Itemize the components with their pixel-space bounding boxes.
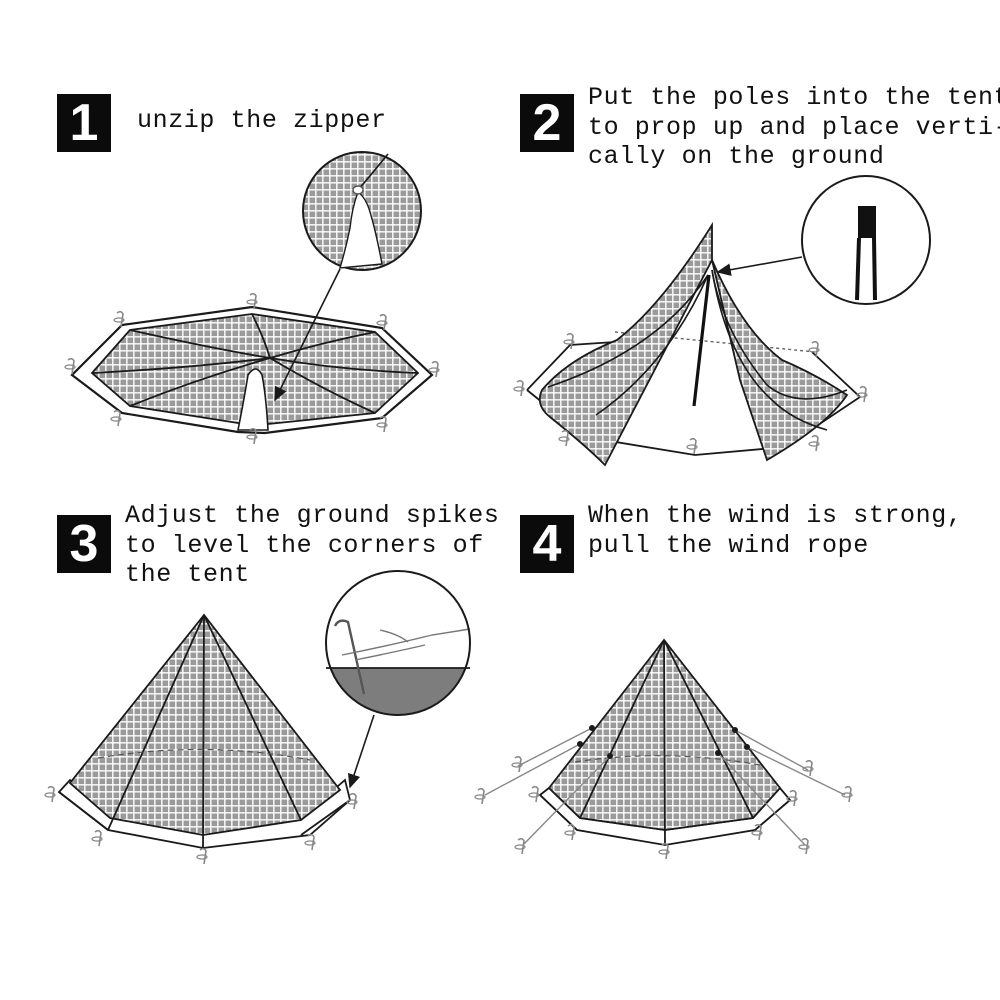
step-4-illustration (474, 638, 853, 860)
pointer-arrow-icon (274, 268, 341, 402)
zipper-icon (352, 185, 364, 195)
pole-tip-icon (858, 206, 876, 238)
step-4-badge: 4 (520, 515, 574, 573)
stake-detail-circle (325, 570, 471, 716)
zipper-opening (237, 368, 269, 431)
pointer-arrow-icon (347, 714, 375, 789)
tent-seams (91, 313, 419, 414)
step-2-badge: 2 (520, 94, 574, 152)
step-1-instruction: unzip the zipper (137, 106, 387, 135)
step-3-instruction: Adjust the ground spikes to level the co… (125, 501, 500, 589)
step-3-illustration (44, 570, 471, 865)
wind-ropes (484, 727, 846, 846)
ground (326, 668, 470, 715)
step-2-illustration (513, 175, 931, 467)
pole-tip-detail-circle (801, 175, 931, 305)
pointer-arrow-icon (716, 256, 803, 277)
step-2-instruction: Put the poles into the tent to prop up a… (588, 83, 1000, 171)
zipper-detail-circle (302, 151, 422, 271)
step-3-badge: 3 (57, 515, 111, 573)
step-4-instruction: When the wind is strong, pull the wind r… (588, 501, 963, 560)
step-1-illustration (64, 151, 440, 445)
step-1-badge: 1 (57, 94, 111, 152)
stake-icon (333, 619, 366, 695)
tent-pole (692, 274, 711, 407)
